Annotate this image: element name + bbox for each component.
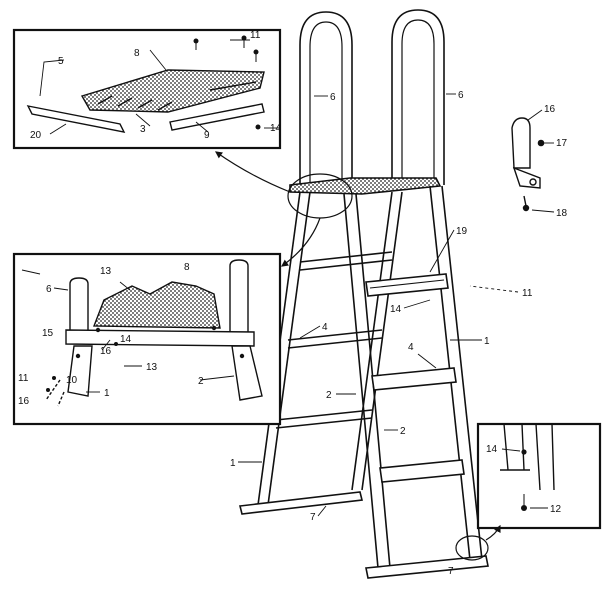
part-labels: 5 8 11 14 9 3 20 6 6 19 11 14 4 4 1 2 2 … [18,30,568,577]
label-10: 10 [66,375,78,386]
right-handrail [391,9,445,185]
callout-pointers [215,151,501,561]
inset-bracket-detail [12,252,282,426]
top-platform [289,177,442,195]
label-2-inset2: 2 [198,376,204,387]
label-1-right: 1 [484,336,490,347]
label-14-main: 14 [390,304,402,315]
label-3: 3 [140,124,146,135]
label-4-left: 4 [322,322,328,333]
label-7-back: 7 [310,512,316,523]
step-2 [371,367,457,391]
label-13-top: 13 [100,266,112,277]
back-foot [239,491,363,515]
front-foot [365,555,489,579]
label-12: 12 [550,504,562,515]
step-19 [365,273,449,297]
label-11-inset2: 11 [18,373,29,384]
label-2-front: 2 [400,426,406,437]
label-1-left: 1 [230,458,236,469]
inset-mesh [92,281,221,329]
main-ladder [239,9,489,579]
back-right-rail [351,191,393,491]
label-7-front: 7 [448,566,454,577]
label-19: 19 [456,226,468,237]
label-17: 17 [556,138,568,149]
left-handrail [299,11,353,185]
label-16-top: 16 [100,346,112,357]
label-14-inset1: 14 [270,123,282,134]
label-13-mid: 13 [146,362,158,373]
label-14-inset2: 14 [120,334,132,345]
label-6-right: 6 [458,90,464,101]
label-5: 5 [58,56,64,67]
label-6-left: 6 [330,92,336,103]
label-2-mid: 2 [326,390,332,401]
front-left-rail [343,193,379,569]
label-4-right: 4 [408,342,414,353]
label-16-bottom: 16 [18,396,30,407]
step-3 [379,459,465,483]
label-15-top: 15 [42,328,54,339]
callout-circle-top [287,173,353,219]
label-11-main: 11 [522,288,533,299]
label-9: 9 [204,130,210,141]
label-8-inset1: 8 [134,48,140,59]
inset-platform-mesh [80,69,265,113]
label-11-inset1: 11 [250,30,261,41]
label-18: 18 [556,208,568,219]
handrail-clamp-part [511,117,545,212]
label-1-inset2: 1 [104,388,110,399]
label-20: 20 [30,130,42,141]
label-14-inset3: 14 [486,444,498,455]
label-16-right: 16 [544,104,556,115]
label-6-inset2: 6 [46,284,52,295]
label-8-inset2: 8 [184,262,190,273]
callout-circle-foot [455,535,489,561]
inset-foot-detail [476,422,602,530]
inset-platform-detail [12,28,282,150]
